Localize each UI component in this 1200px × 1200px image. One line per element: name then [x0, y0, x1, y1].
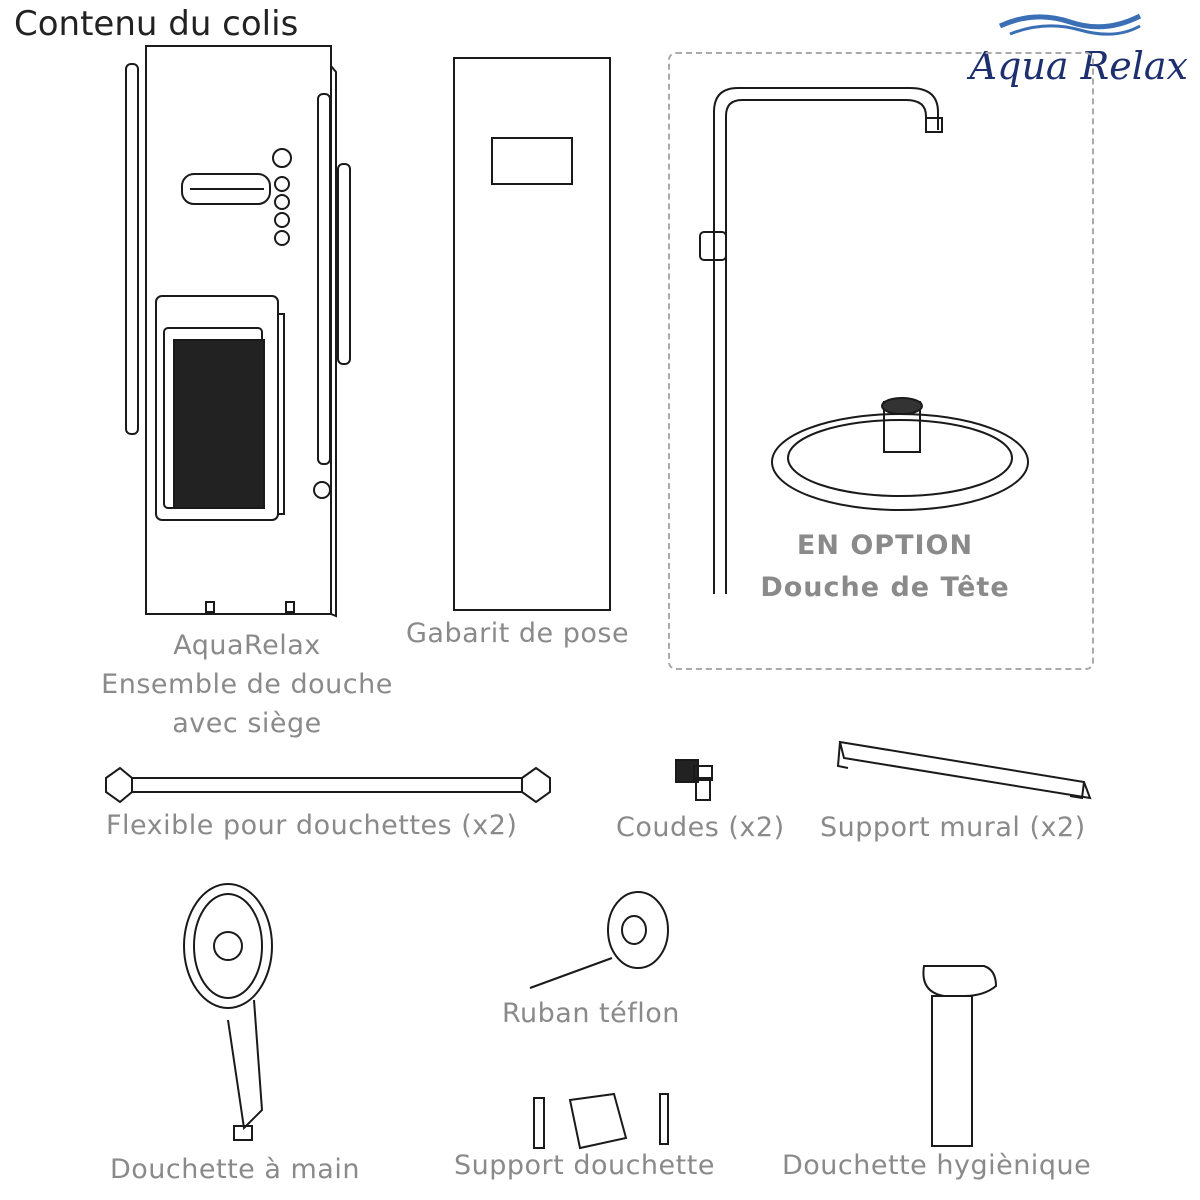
hose-label: Flexible pour douchettes (x2)	[106, 810, 518, 841]
panel-label-line-3: avec siège	[172, 708, 322, 739]
page-title: Contenu du colis	[14, 4, 299, 44]
holder-label: Support douchette	[454, 1150, 715, 1181]
bidet-shower-illustration	[922, 965, 998, 1147]
option-subtitle: Douche de Tête	[760, 572, 1010, 603]
wall-support-label: Support mural (x2)	[820, 812, 1086, 843]
template-illustration	[453, 57, 611, 611]
bidet-shower-label: Douchette hygiènique	[782, 1150, 1092, 1181]
panel-label-line-2: Ensemble de douche	[101, 669, 393, 700]
optional-frame	[668, 52, 1094, 670]
hand-shower-illustration	[183, 883, 273, 1141]
brand-logo: Aqua Relax	[969, 44, 1188, 88]
template-label: Gabarit de pose	[406, 618, 630, 649]
option-tag: EN OPTION	[796, 530, 974, 561]
hand-shower-label: Douchette à main	[110, 1154, 360, 1185]
teflon-tape-label: Ruban téflon	[502, 998, 680, 1029]
head-shower-illustration	[699, 87, 1029, 594]
elbow-illustration	[675, 759, 713, 801]
holder-illustration	[533, 1092, 669, 1150]
wall-support-illustration	[836, 740, 1092, 800]
shower-panel-illustration	[125, 45, 351, 618]
panel-label: AquaRelax Ensemble de douche avec siège	[70, 626, 424, 743]
panel-label-line-1: AquaRelax	[173, 630, 321, 661]
teflon-tape-illustration	[529, 891, 669, 989]
elbows-label: Coudes (x2)	[616, 812, 785, 843]
brand-wave-icon	[998, 13, 1142, 36]
hose-illustration	[105, 766, 551, 804]
